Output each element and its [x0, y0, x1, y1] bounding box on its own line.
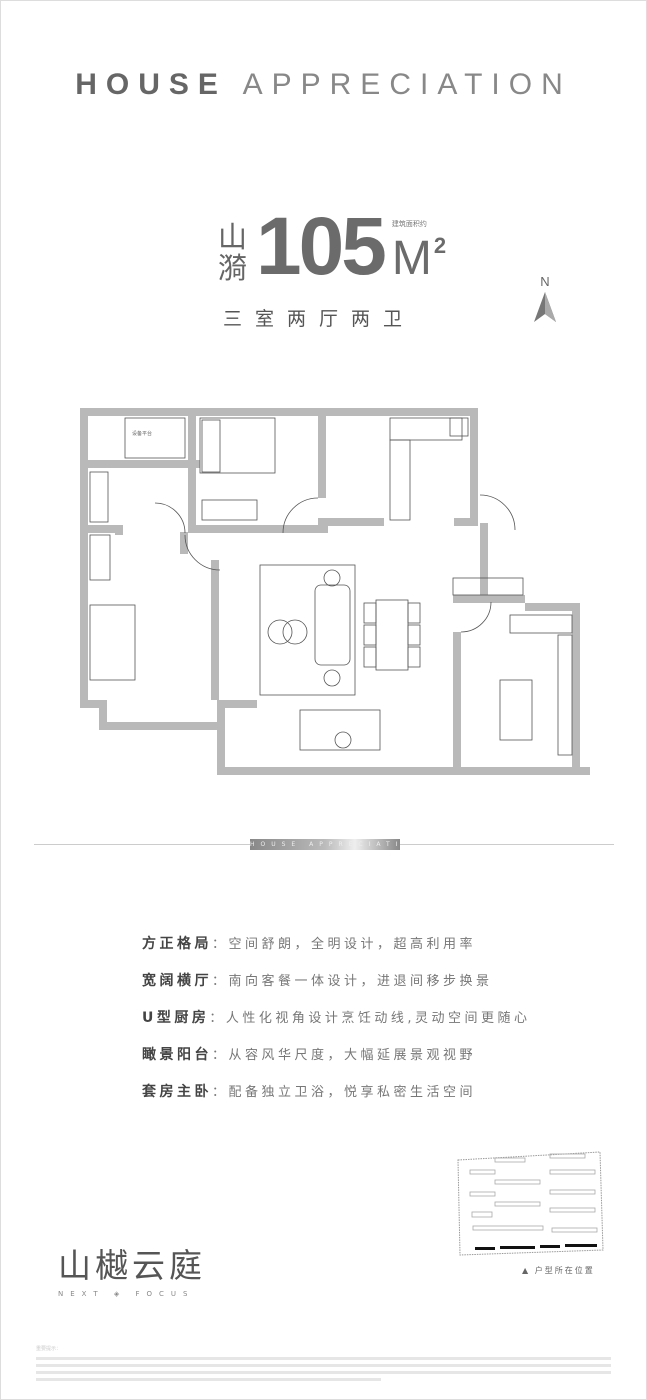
divider-badge: HOUSE APPRECIATION	[250, 839, 400, 850]
brand-tagline: NEXT ◈ FOCUS	[58, 1290, 195, 1298]
site-location-map	[457, 1151, 604, 1256]
feature-item: 套房主卧：配备独立卫浴，悦享私密生活空间	[142, 1084, 477, 1100]
feature-value: 从容风华尺度，大幅延展景观视野	[228, 1048, 477, 1063]
feature-value: 南向客餐一体设计，进退间移步换景	[228, 974, 493, 989]
brand-logo: 山樾云庭	[58, 1246, 206, 1285]
feature-key: 套房主卧	[142, 1084, 212, 1100]
series-char: 漪	[218, 251, 248, 285]
feature-key: 宽阔横厅	[142, 973, 212, 989]
feature-item: 方正格局：空间舒朗，全明设计，超高利用率	[142, 936, 477, 952]
north-compass-icon: N	[534, 274, 556, 322]
title-light: APPRECIATION	[242, 68, 572, 101]
feature-item: U型厨房：人性化视角设计烹饪动线,灵动空间更随心	[142, 1010, 531, 1026]
area-unit-group: 建筑面积约 M 2	[392, 220, 446, 283]
area-label: 建筑面积约	[391, 220, 427, 228]
location-label: ▲ 户型所在位置	[522, 1266, 595, 1275]
furniture	[89, 417, 573, 756]
feature-item: 瞰景阳台：从容风华尺度，大幅延展景观视野	[142, 1047, 477, 1063]
series-char: 山	[218, 220, 248, 254]
feature-key: 方正格局	[142, 936, 212, 952]
area-unit-line: M 2	[392, 235, 446, 283]
unit-heading: 山漪 105 建筑面积约 M 2	[218, 206, 446, 288]
feature-key: 瞰景阳台	[142, 1047, 212, 1063]
area-unit-sup: 2	[433, 233, 447, 258]
feature-value: 配备独立卫浴，悦享私密生活空间	[228, 1085, 477, 1100]
walls	[80, 408, 590, 775]
floor-plan: 设备平台	[80, 408, 590, 775]
series-name: 山漪	[218, 222, 250, 284]
feature-key: U型厨房	[142, 1010, 210, 1026]
page-title: HOUSE APPRECIATION	[0, 68, 647, 102]
area-value: 105	[256, 201, 387, 292]
feature-item: 宽阔横厅：南向客餐一体设计，进退间移步换景	[142, 973, 493, 989]
disclaimer-lead: 重要提示：	[36, 1346, 62, 1352]
layout-type: 三室两厅两卫	[223, 308, 416, 330]
title-bold: HOUSE	[75, 68, 227, 101]
compass-label: N	[540, 274, 549, 289]
room-label: 设备平台	[132, 430, 152, 437]
disclaimer: 重要提示：	[36, 1345, 611, 1385]
area-unit: M	[391, 232, 432, 285]
feature-value: 空间舒朗，全明设计，超高利用率	[228, 937, 477, 952]
feature-value: 人性化视角设计烹饪动线,灵动空间更随心	[225, 1011, 531, 1026]
